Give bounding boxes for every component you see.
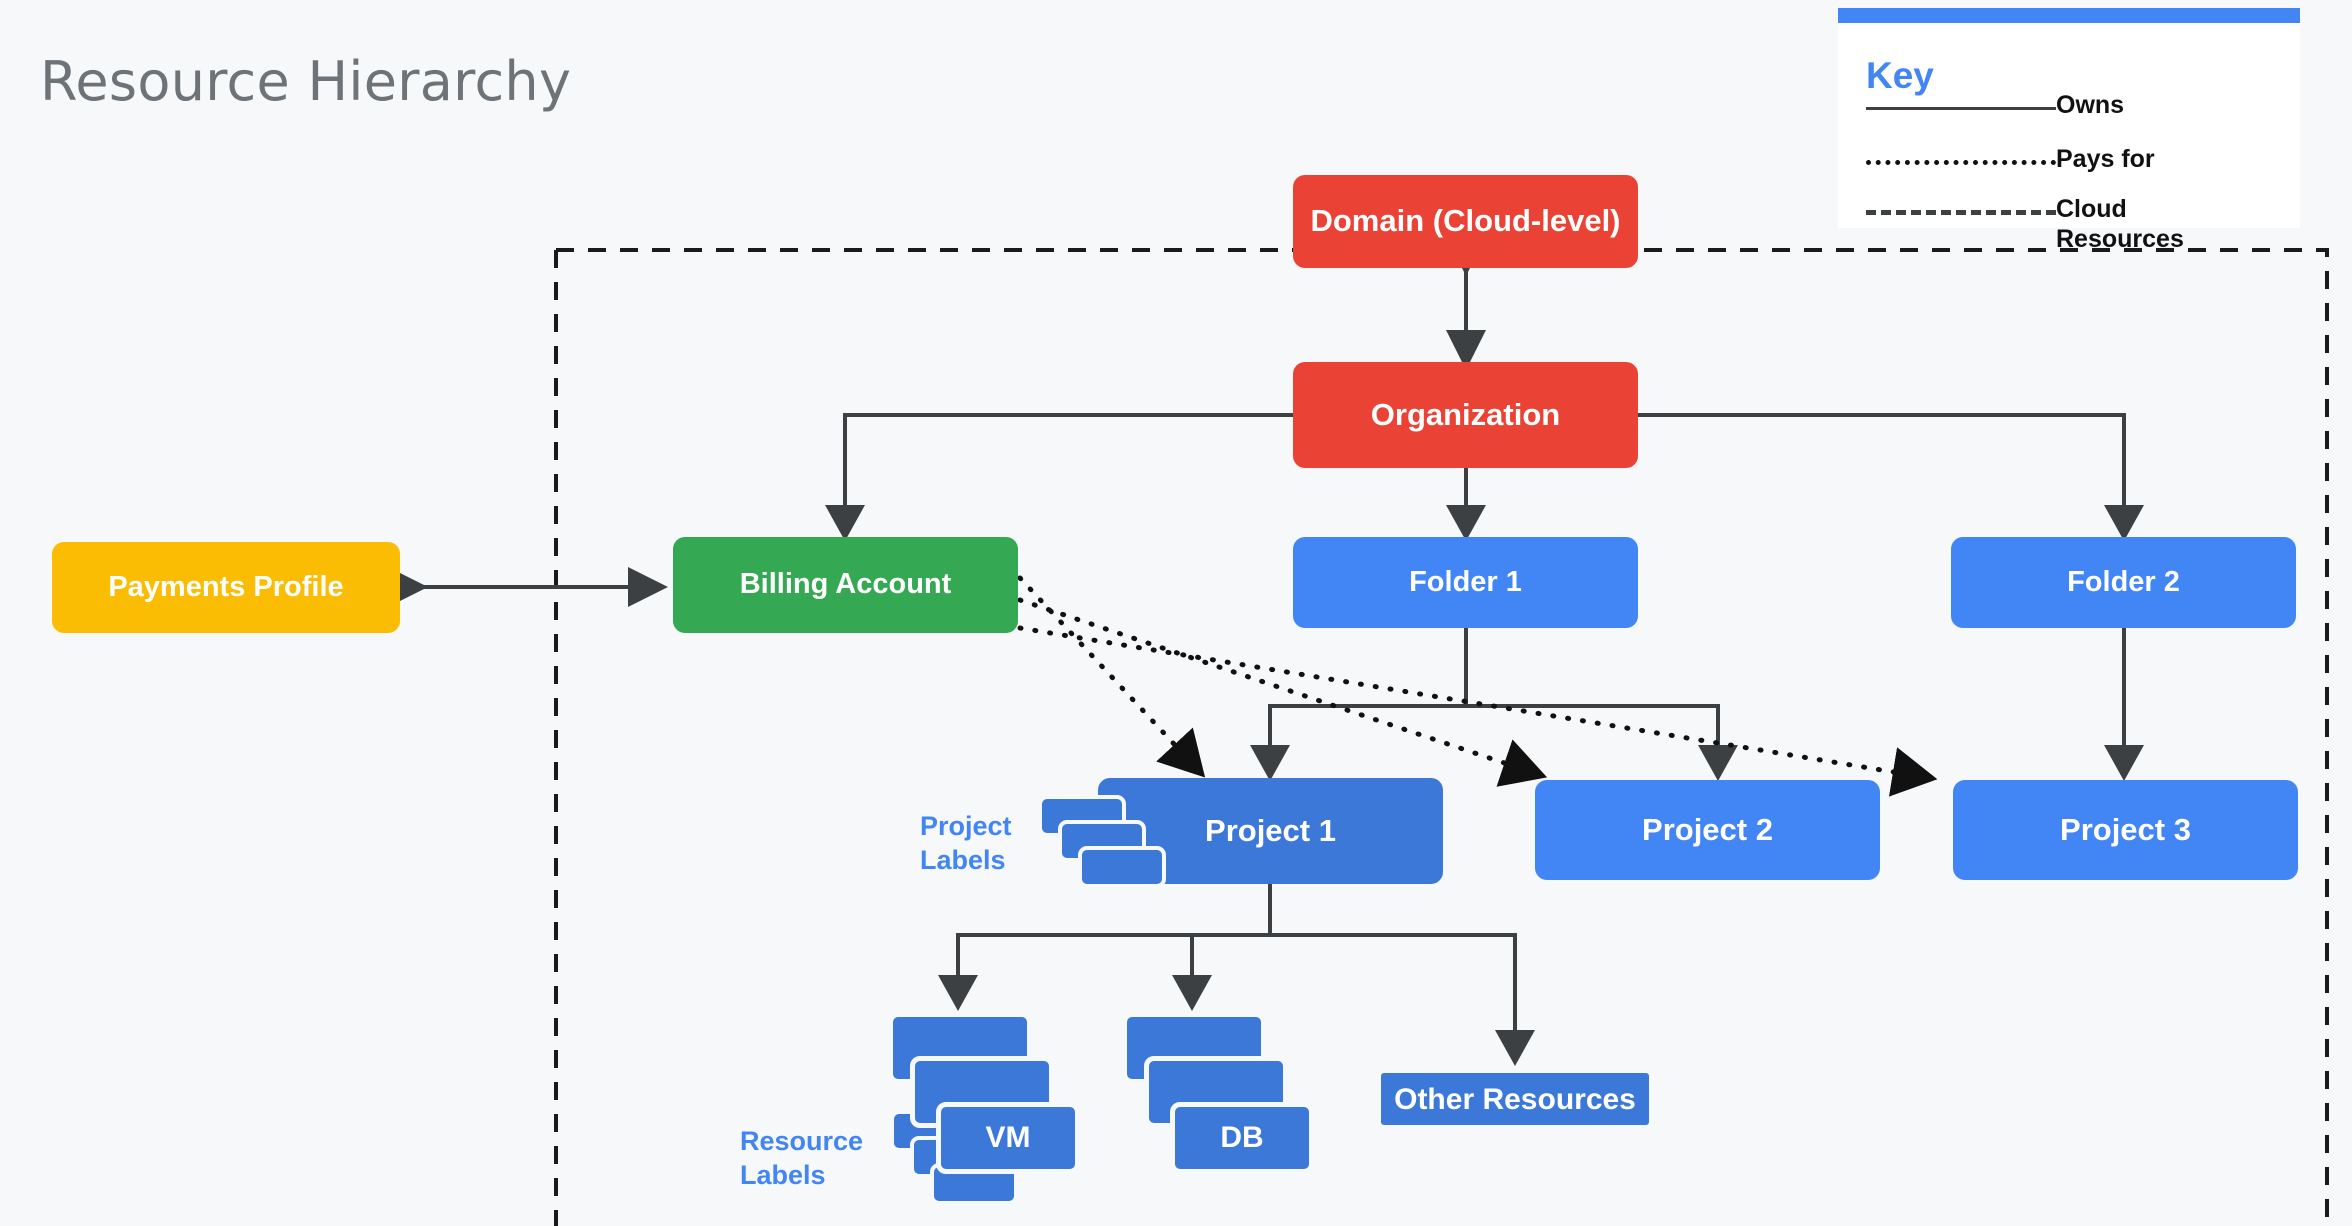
legend-sample-dashed xyxy=(1866,207,2056,217)
project-labels-line-2: Labels xyxy=(920,844,1006,875)
legend-sample-solid xyxy=(1866,103,2056,113)
edge-billing-project3-paysfor xyxy=(1017,625,1938,797)
node-organization[interactable]: Organization xyxy=(1293,362,1638,468)
project-labels-icon xyxy=(1038,795,1168,890)
edge-folder1-project2 xyxy=(1466,704,1738,781)
edge-project1-vm xyxy=(938,884,1272,1011)
node-billing-account[interactable]: Billing Account xyxy=(673,537,1018,633)
node-other-resources[interactable]: Other Resources xyxy=(1376,1068,1654,1130)
node-project-3[interactable]: Project 3 xyxy=(1953,780,2298,880)
legend-row-owns: Owns xyxy=(1866,91,2286,121)
edge-folder1-project1 xyxy=(1250,628,1468,781)
node-vm[interactable]: VM xyxy=(888,1012,1118,1202)
edge-organization-folder2 xyxy=(1638,413,2144,541)
node-payments-profile[interactable]: Payments Profile xyxy=(52,542,400,633)
legend-label-cloud-resources: Cloud Resources xyxy=(2056,195,2184,253)
legend-accent-bar xyxy=(1838,8,2300,23)
project-labels-annotation: Project Labels xyxy=(920,810,1012,878)
label-card-3 xyxy=(1078,846,1166,888)
node-folder-1[interactable]: Folder 1 xyxy=(1293,537,1638,628)
node-domain[interactable]: Domain (Cloud-level) xyxy=(1293,175,1638,268)
legend-label-owns: Owns xyxy=(2056,91,2125,119)
node-folder-2[interactable]: Folder 2 xyxy=(1951,537,2296,628)
legend-row-pays-for: Pays for xyxy=(1866,145,2286,175)
page-title: Resource Hierarchy xyxy=(40,50,572,113)
edge-billing-project1-paysfor xyxy=(1017,575,1206,778)
legend-sample-dotted xyxy=(1866,157,2056,167)
db-label: DB xyxy=(1220,1121,1264,1154)
edge-organization-billing xyxy=(825,413,1293,541)
legend-heading: Key xyxy=(1866,55,1934,96)
db-card-front xyxy=(1170,1102,1314,1174)
vm-card-front xyxy=(936,1102,1080,1174)
project-labels-line-1: Project xyxy=(920,811,1012,841)
resource-labels-line-1: Resource xyxy=(740,1126,864,1156)
edge-project1-db xyxy=(1172,933,1270,1011)
node-project-1[interactable]: Project 1 xyxy=(1098,778,1443,884)
legend-panel: Key Owns Pays for Cloud Resources xyxy=(1838,8,2300,253)
legend-label-pays-for: Pays for xyxy=(2056,145,2155,173)
vm-label: VM xyxy=(985,1121,1031,1154)
node-db[interactable]: DB xyxy=(1122,1012,1352,1202)
resource-labels-annotation: Resource Labels xyxy=(740,1125,863,1193)
node-project-2[interactable]: Project 2 xyxy=(1535,780,1880,880)
resource-labels-line-2: Labels xyxy=(740,1159,826,1190)
legend-row-cloud-resources: Cloud Resources xyxy=(1866,195,2286,254)
